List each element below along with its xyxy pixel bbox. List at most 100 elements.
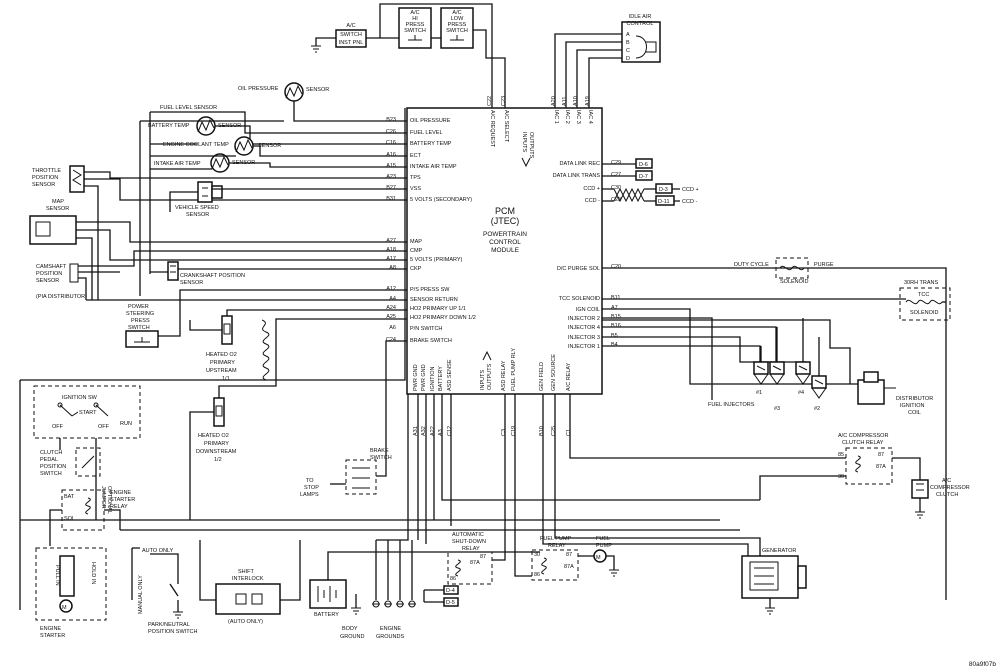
ac-relay-pin-85: 85 (838, 452, 844, 458)
crankshaft-position-sensor: CRANKSHAFT POSITION SENSOR (167, 261, 245, 286)
generator-label: GENERATOR (762, 548, 796, 554)
injector-4: #4 (795, 361, 811, 396)
left-pin-id: C16 (386, 140, 396, 146)
clutch-pedal-position-switch: CLUTCH PEDAL POSITION SWITCH OPTIONAL JU… (40, 447, 112, 514)
injector-3: #3 (769, 361, 785, 412)
idle-air-label-2: CONTROL (627, 21, 654, 27)
clutch-label-2: PEDAL (40, 457, 58, 463)
right-pin-label: TCC SOLENOID (559, 296, 600, 302)
left-pin-label: HO2 PRIMARY DOWN 1/2 (410, 315, 476, 321)
ac-compressor-clutch-relay: A/C COMPRESSOR CLUTCH RELAY 85 87 87A 30 (838, 433, 893, 485)
right-pin-label: IGN COIL (576, 307, 600, 313)
hold-in-label: HOLD IN (90, 562, 96, 584)
brake-switch: BRAKE SWITCH (345, 448, 392, 495)
camshaft-label-3: SENSOR (36, 278, 59, 284)
left-pin-id: B23 (386, 117, 396, 123)
asd-pin-87a: 87A (470, 560, 480, 566)
idle-air-control: IDLE AIR CONTROL A B C D (621, 14, 661, 63)
map-label-2: SENSOR (46, 206, 69, 212)
ac-hi-press-switch: A/C HI PRESS SWITCH (398, 7, 432, 49)
tcc-solenoid: 30RH TRANS TCC SOLENOID (899, 280, 951, 321)
engine-starter-relay: BAT SOL ENGINE STARTER RELAY (61, 489, 135, 531)
d4-label: D-4 (446, 588, 455, 594)
body-ground-label-1: BODY (342, 626, 358, 632)
ignition-switch: IGNITION SW START OFF OFF RUN (33, 385, 141, 439)
fp-relay-label-1: FUEL PUMP (540, 536, 572, 542)
idle-air-label-1: IDLE AIR (629, 14, 652, 20)
pn-label-2: POSITION SWITCH (148, 629, 198, 635)
left-pin-label: MAP (410, 239, 422, 245)
coolant-temp-sensor: ENGINE COOLANT TEMP SENSOR (163, 136, 281, 156)
fuel-pump-label-1: FUEL (596, 536, 610, 542)
intake-air-label: INTAKE AIR TEMP (154, 161, 201, 167)
pcm-io-top-inputs: INPUTS (521, 132, 527, 153)
figure-id: 80a9f07b (969, 661, 996, 668)
pcm-io-top-arrow (521, 157, 531, 168)
pull-in-label: PULL IN (54, 565, 60, 586)
injector-2-label: #2 (814, 406, 820, 412)
bottom-pin-label: ASD RELAY (501, 360, 507, 391)
left-pin-label: FUEL LEVEL (410, 130, 443, 136)
right-pin-id: B11 (611, 295, 620, 301)
engine-starter: PULL IN HOLD IN M ENGINE STARTER (35, 547, 107, 639)
left-pin-label: P/S PRESS SW (410, 287, 450, 293)
injector-2: #2 (811, 375, 827, 412)
left-pin-id: A16 (386, 152, 396, 158)
svg-text:M: M (596, 555, 601, 561)
fuel-level-wire (150, 111, 407, 134)
left-pin-id: A18 (386, 247, 396, 253)
engine-grounds-label-2: GROUNDS (376, 634, 404, 640)
clutch-label-1: CLUTCH (40, 450, 62, 456)
duty-cycle-purge-solenoid: DUTY CYCLE SOLENOID PURGE (602, 257, 947, 600)
ac-relay-label-2: CLUTCH RELAY (842, 440, 884, 446)
shift-interlock-label-1: SHIFT (238, 569, 255, 575)
left-pin-label: 5 VOLTS (SECONDARY) (410, 197, 472, 203)
bottom-pin-label: GEN FIELD (539, 362, 545, 391)
right-pin-id: B16 (611, 323, 621, 329)
ac-low-label-1: A/C (452, 10, 461, 16)
top-pin-id: A11 (562, 97, 568, 106)
left-pin-label: BRAKE SWITCH (410, 338, 452, 344)
manual-only-label: MANUAL ONLY (138, 575, 144, 614)
ign-start-label: START (79, 410, 97, 416)
heated-o2-upstream: HEATED O2 PRIMARY UPSTREAM 1/1 (206, 315, 237, 382)
bottom-pin-label: GEN SOURCE (551, 354, 557, 391)
top-pin-id: A10 (573, 96, 579, 106)
o2-down-label-4: 1/2 (214, 457, 222, 463)
body-ground: BODY GROUND (340, 594, 364, 640)
throttle-position-sensor: THROTTLE POSITION SENSOR (32, 165, 85, 193)
shift-interlock-label-2: INTERLOCK (232, 576, 264, 582)
ac-compressor-clutch: A/C COMPRESSOR CLUTCH (911, 478, 970, 499)
engine-grounds: ENGINE GROUNDS (372, 540, 416, 640)
right-pin-id: C27 (611, 172, 621, 178)
pcm-desc-3: MODULE (491, 247, 519, 254)
right-pin-label: INJECTOR 1 (568, 344, 600, 350)
right-pin-label: INJECTOR 3 (568, 335, 600, 341)
right-pin-label: DATA LINK REC (560, 161, 600, 167)
heated-o2-downstream: HEATED O2 PRIMARY DOWNSTREAM 1/2 (196, 397, 237, 463)
clutch-label-3: POSITION (40, 464, 66, 470)
d6-label: D-6 (639, 162, 648, 168)
body-ground-label-2: GROUND (340, 634, 364, 640)
fuel-pump-relay: FUEL PUMP RELAY 30 87 87A 86 (531, 536, 579, 581)
battery: BATTERY (309, 579, 347, 618)
pcm-io-bottom-arrow (482, 350, 492, 361)
top-pin-label: IAC 2 (564, 110, 570, 124)
left-pin-id: A4 (389, 296, 396, 302)
left-pin-id: A17 (386, 256, 396, 262)
bottom-pin-id: C1 (566, 429, 572, 436)
bottom-pin-label: A/C RELAY (566, 362, 572, 391)
tcc-solenoid-label: SOLENOID (910, 310, 938, 316)
